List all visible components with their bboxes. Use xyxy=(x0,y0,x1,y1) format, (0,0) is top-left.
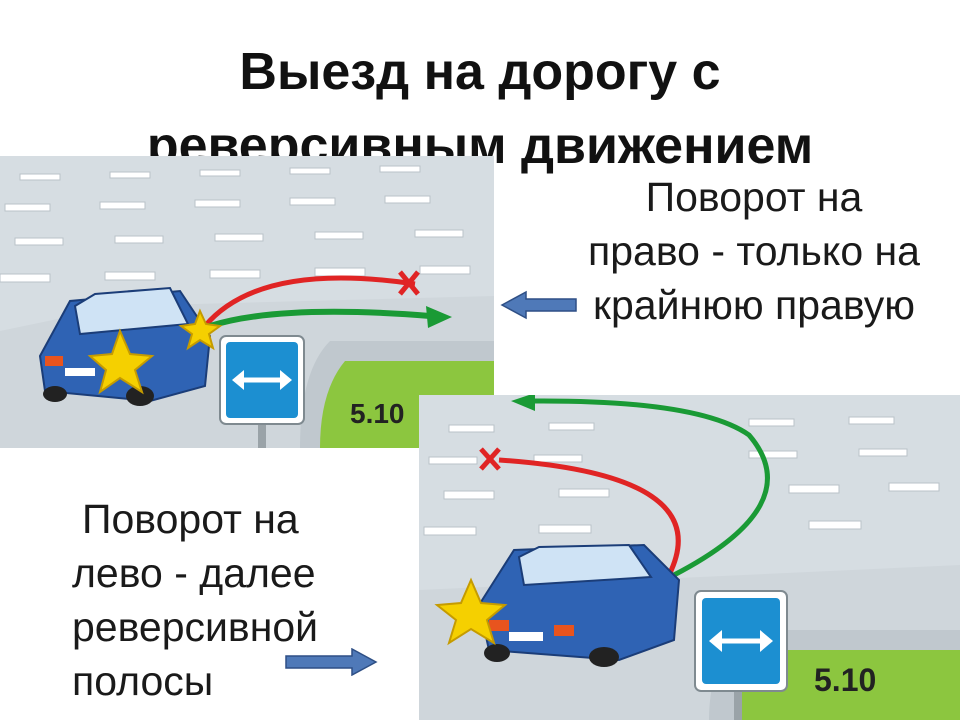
caption-right-line-2: право - только на xyxy=(588,228,920,274)
wrong-path-arrow xyxy=(203,275,416,328)
car-icon xyxy=(477,543,681,667)
left-turn-scene: 5.10 xyxy=(419,395,960,720)
sign-pole xyxy=(258,416,266,448)
sign-pole xyxy=(734,685,742,720)
caption-right-turn: Поворот на право - только на крайнюю пра… xyxy=(548,170,960,332)
sign-5-10-icon xyxy=(694,590,788,692)
title-line-1: Выезд на дорогу с xyxy=(239,43,721,101)
sign-code-label: 5.10 xyxy=(350,398,405,429)
arrowhead-icon xyxy=(511,395,535,411)
sign-code-label: 5.10 xyxy=(814,662,876,698)
caption-right-line-3: крайнюю правую xyxy=(593,282,915,328)
pointer-right-arrow-icon xyxy=(285,648,378,676)
crash-star-icon xyxy=(434,577,508,646)
pointer-left-arrow-icon xyxy=(500,290,577,320)
caption-right-line-1: Поворот на xyxy=(645,174,863,220)
correct-path-arrow xyxy=(533,398,770,578)
arrowhead-icon xyxy=(426,306,452,328)
lane-markings xyxy=(423,416,940,536)
cross-icon xyxy=(479,447,501,471)
caption-left-line-1: Поворот на xyxy=(82,496,299,542)
sign-5-10-icon xyxy=(219,335,305,425)
caption-left-line-4: полосы xyxy=(72,658,214,704)
illustration-right-turn: 5.10 xyxy=(0,156,494,448)
cross-icon xyxy=(398,270,420,296)
lane-markings xyxy=(0,165,471,283)
correct-path-arrow xyxy=(209,308,431,329)
grass-area xyxy=(734,650,960,720)
illustration-left-turn: 5.10 xyxy=(419,395,960,720)
crash-star-icon xyxy=(178,308,223,351)
wrong-path-arrow xyxy=(498,457,681,577)
caption-left-line-3: реверсивной xyxy=(72,604,319,650)
crash-star-icon xyxy=(87,328,155,395)
right-turn-scene: 5.10 xyxy=(0,156,494,448)
caption-left-line-2: лево - далее xyxy=(72,550,316,596)
caption-left-turn: Поворот на лево - далее реверсивной поло… xyxy=(72,492,402,708)
